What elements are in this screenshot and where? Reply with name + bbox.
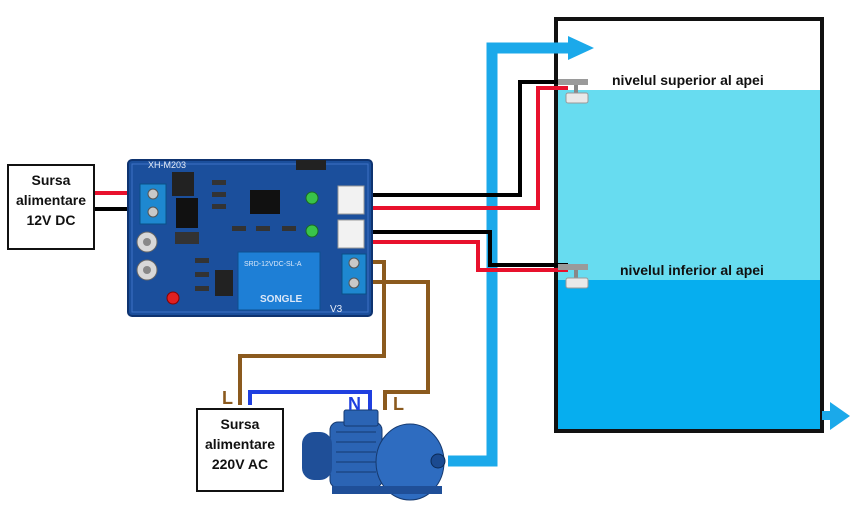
lower-float-switch-icon [558,264,589,289]
ac-supply-line3: 220V AC [211,456,269,472]
ac-supply-line1: Sursa [220,416,260,432]
relay-brand: SONGLE [260,294,303,305]
board-terminal-label: V3 [330,304,343,315]
relay [237,251,321,311]
neutral-wire [248,390,372,410]
water-tank [554,17,824,433]
upper-water-zone [556,90,822,280]
dc-supply-line1: Sursa [31,172,71,188]
inlet-arrowhead [568,36,594,60]
water-pump-icon [302,409,446,501]
upper-float-switch-icon [558,79,589,104]
ac-supply-line2: alimentare [204,436,276,452]
lower-sensor-black-wire [365,230,568,267]
controller-board [127,159,373,317]
board-model: XH-M203 [148,160,186,170]
ac-power-supply: Sursa alimentare 220V AC [196,408,284,492]
lower-water-zone [556,280,822,431]
upper-level-label: nivelul superior al apei [612,72,764,88]
lower-sensor-connector [337,219,365,249]
lower-level-label: nivelul inferior al apei [620,262,764,278]
neutral-label: N [348,394,361,414]
live-label-pump: L [393,394,404,414]
dc-supply-line2: alimentare [15,192,87,208]
upper-sensor-black-wire [365,80,568,197]
live-wire-pump [353,280,430,410]
dc-supply-line3: 12V DC [26,212,76,228]
live-label-supply: L [222,388,233,408]
dc-power-supply: Sursa alimentare 12V DC [7,164,95,250]
outlet-pipe [822,411,834,420]
upper-sensor-red-wire [365,86,568,210]
upper-sensor-connector [337,185,365,215]
live-wire-supply [238,260,386,405]
lower-sensor-red-wire [365,240,568,272]
relay-model: SRD-12VDC-SL-A [244,261,302,268]
outlet-arrowhead [830,402,850,430]
